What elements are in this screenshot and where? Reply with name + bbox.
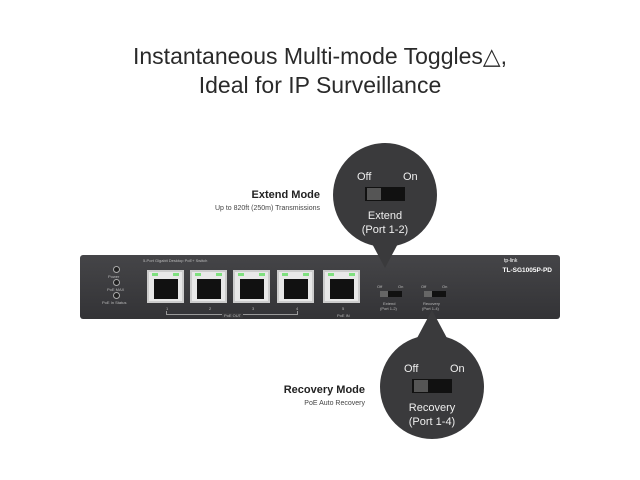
extend-mode-title: Extend Mode [251, 189, 320, 201]
ethernet-port-3 [233, 270, 270, 303]
led-label: Power [108, 274, 120, 279]
poe-out-label: PoE OUT [222, 313, 244, 318]
power-led [113, 266, 120, 273]
extend-callout: Off On Extend (Port 1-2) [333, 143, 437, 247]
headline-line-1: Instantaneous Multi-mode Toggles△, [133, 43, 507, 69]
port-number: 2 [209, 306, 212, 311]
ethernet-port-5 [323, 270, 360, 303]
headline-line-2: Ideal for IP Surveillance [198, 72, 442, 98]
extend-label: Extend [367, 210, 403, 222]
led-label: PoE In Status [102, 300, 127, 305]
recovery-mode-desc: PoE Auto Recovery [304, 400, 365, 407]
recovery-toggle-large [412, 379, 452, 393]
ethernet-port-2 [190, 270, 227, 303]
ethernet-port-1 [147, 270, 184, 303]
poe-switch: 5-Port Gigabit Desktop PoE+ Switch Power… [80, 255, 560, 319]
extend-toggle-large [365, 187, 405, 201]
on-label: On [398, 284, 404, 289]
model-name: TL-SG1005P-PD [502, 267, 553, 274]
off-label: Off [421, 284, 427, 289]
off-label: Off [404, 363, 419, 375]
on-label: On [403, 171, 418, 183]
recovery-label: Recovery [423, 301, 440, 306]
poe-in-status-led [113, 292, 120, 299]
extend-label: Extend [383, 301, 396, 306]
recovery-mode-title: Recovery Mode [283, 384, 365, 396]
recovery-ports-label: (Port 1-4) [422, 306, 439, 311]
port-number: 1 [166, 306, 169, 311]
port-number: 5 [342, 306, 345, 311]
on-label: On [442, 284, 448, 289]
extend-ports-label: (Port 1-2) [380, 306, 397, 311]
recovery-ports: (Port 1-4) [408, 416, 456, 428]
poe-max-led [113, 279, 120, 286]
brand-logo: tp-link [504, 258, 518, 264]
recovery-label: Recovery [408, 402, 456, 414]
port-number: 4 [296, 306, 299, 311]
off-label: Off [377, 284, 383, 289]
extend-toggle[interactable] [380, 291, 402, 297]
recovery-callout: Off On Recovery (Port 1-4) [380, 335, 484, 439]
recovery-toggle[interactable] [424, 291, 446, 297]
extend-mode-desc: Up to 820ft (250m) Transmissions [214, 205, 320, 212]
poe-in-label: PoE IN [337, 313, 350, 318]
on-label: On [450, 363, 465, 375]
off-label: Off [357, 171, 372, 183]
port-number: 3 [252, 306, 255, 311]
ethernet-port-4 [277, 270, 314, 303]
device-name: 5-Port Gigabit Desktop PoE+ Switch [143, 258, 208, 263]
led-label: PoE MAX [107, 287, 125, 292]
extend-ports: (Port 1-2) [361, 224, 409, 236]
